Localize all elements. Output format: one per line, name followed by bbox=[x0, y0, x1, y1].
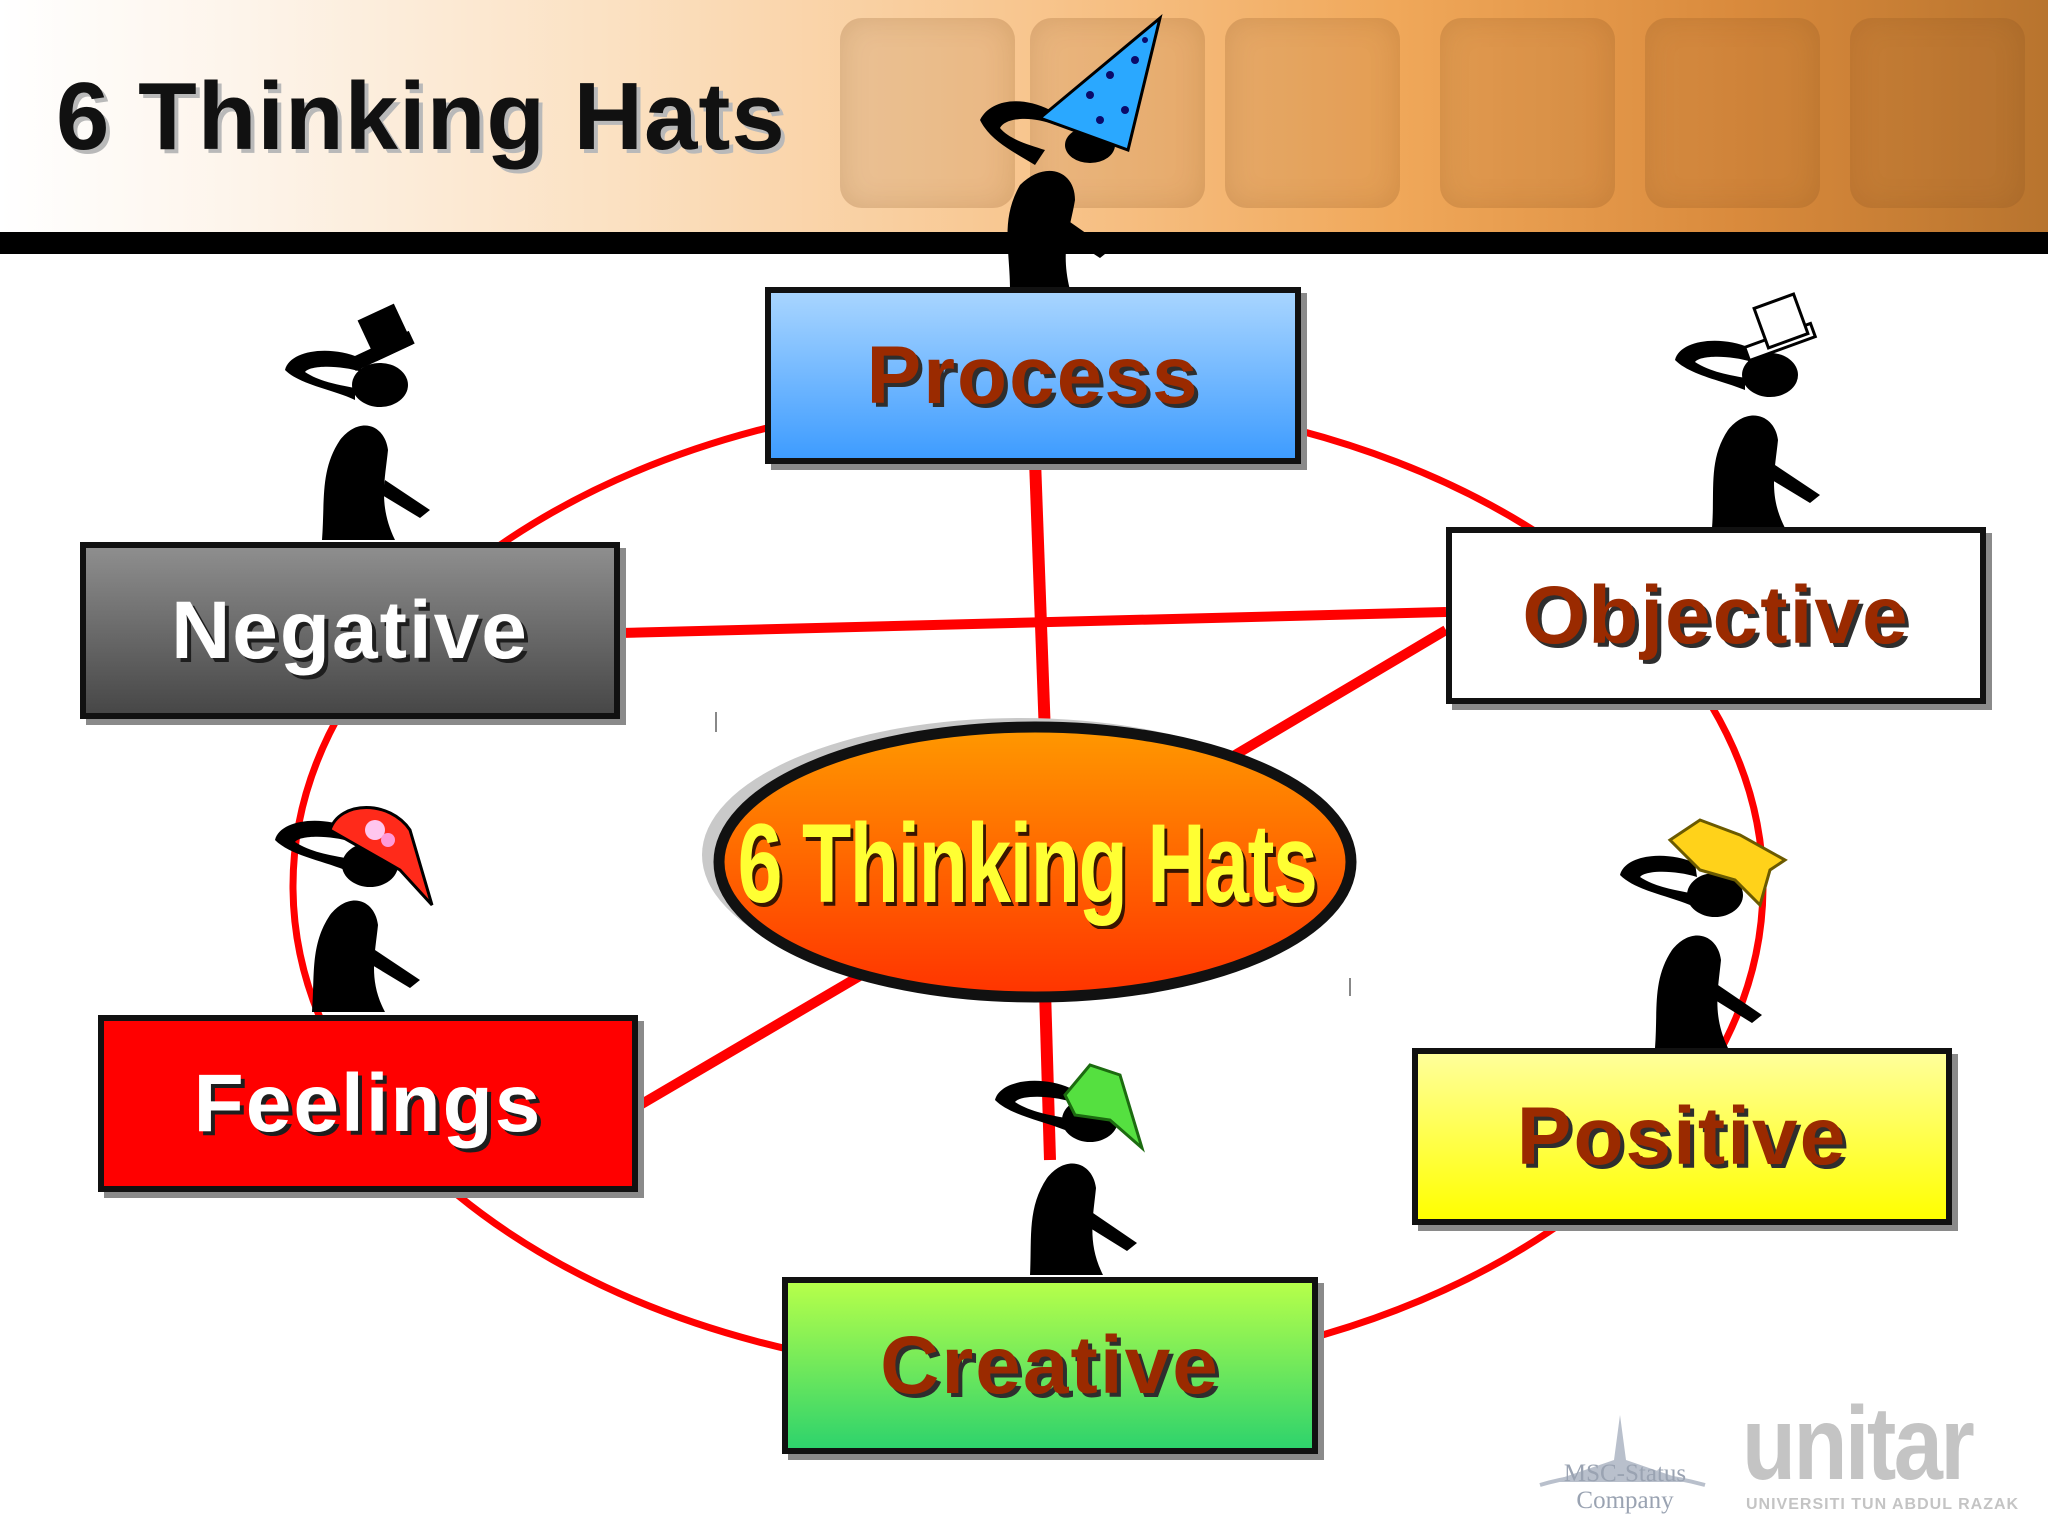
spoke-objective bbox=[1232, 625, 1449, 760]
spoke-feelings bbox=[637, 965, 873, 1110]
header-photo bbox=[1225, 18, 1400, 208]
spoke-process bbox=[1029, 459, 1051, 736]
box-objective: Objective bbox=[1446, 527, 1986, 704]
figure-positive bbox=[1620, 855, 1762, 1048]
msc-line1: MSC-Status bbox=[1563, 1460, 1687, 1487]
red-hat-icon bbox=[328, 806, 434, 907]
hat-stars bbox=[1086, 37, 1148, 124]
figure-feelings bbox=[275, 820, 420, 1012]
figure-objective bbox=[1675, 340, 1820, 528]
label-positive: Positive bbox=[1516, 1090, 1848, 1182]
header-photo bbox=[1440, 18, 1615, 208]
box-positive: Positive bbox=[1412, 1048, 1952, 1225]
label-creative: Creative bbox=[880, 1319, 1220, 1411]
box-negative: Negative bbox=[80, 542, 620, 719]
spoke-creative bbox=[1039, 989, 1056, 1161]
label-feelings: Feelings bbox=[193, 1057, 543, 1149]
header-photo bbox=[1850, 18, 2025, 208]
green-hat-icon bbox=[1063, 1063, 1145, 1153]
msc-line2: Company bbox=[1576, 1487, 1674, 1514]
slide-title: 6 Thinking Hats bbox=[56, 63, 786, 170]
label-process: Process bbox=[866, 329, 1200, 421]
unitar-logo: unitar bbox=[1742, 1386, 1975, 1502]
msc-logo-icon bbox=[1539, 1415, 1706, 1487]
header-photo bbox=[1645, 18, 1820, 208]
msc-status-label: MSC-Status Company bbox=[1535, 1460, 1715, 1514]
box-feelings: Feelings bbox=[98, 1015, 638, 1192]
label-objective: Objective bbox=[1522, 569, 1910, 661]
unitar-subtitle: UNIVERSITI TUN ABDUL RAZAK bbox=[1746, 1496, 2020, 1513]
box-process: Process bbox=[765, 287, 1301, 464]
header-band bbox=[0, 0, 2048, 232]
figure-negative bbox=[285, 350, 430, 540]
label-negative: Negative bbox=[171, 584, 529, 676]
center-oval bbox=[713, 721, 1357, 1003]
black-top-hat-icon bbox=[349, 303, 415, 372]
spoke-negative-objective bbox=[619, 607, 1447, 638]
white-top-hat-icon bbox=[1742, 292, 1818, 363]
yellow-hat-icon bbox=[1667, 818, 1788, 908]
blue-wizard-hat-icon bbox=[1037, 13, 1163, 152]
box-creative: Creative bbox=[782, 1277, 1318, 1454]
center-title: 6 Thinking Hats bbox=[737, 800, 1318, 926]
